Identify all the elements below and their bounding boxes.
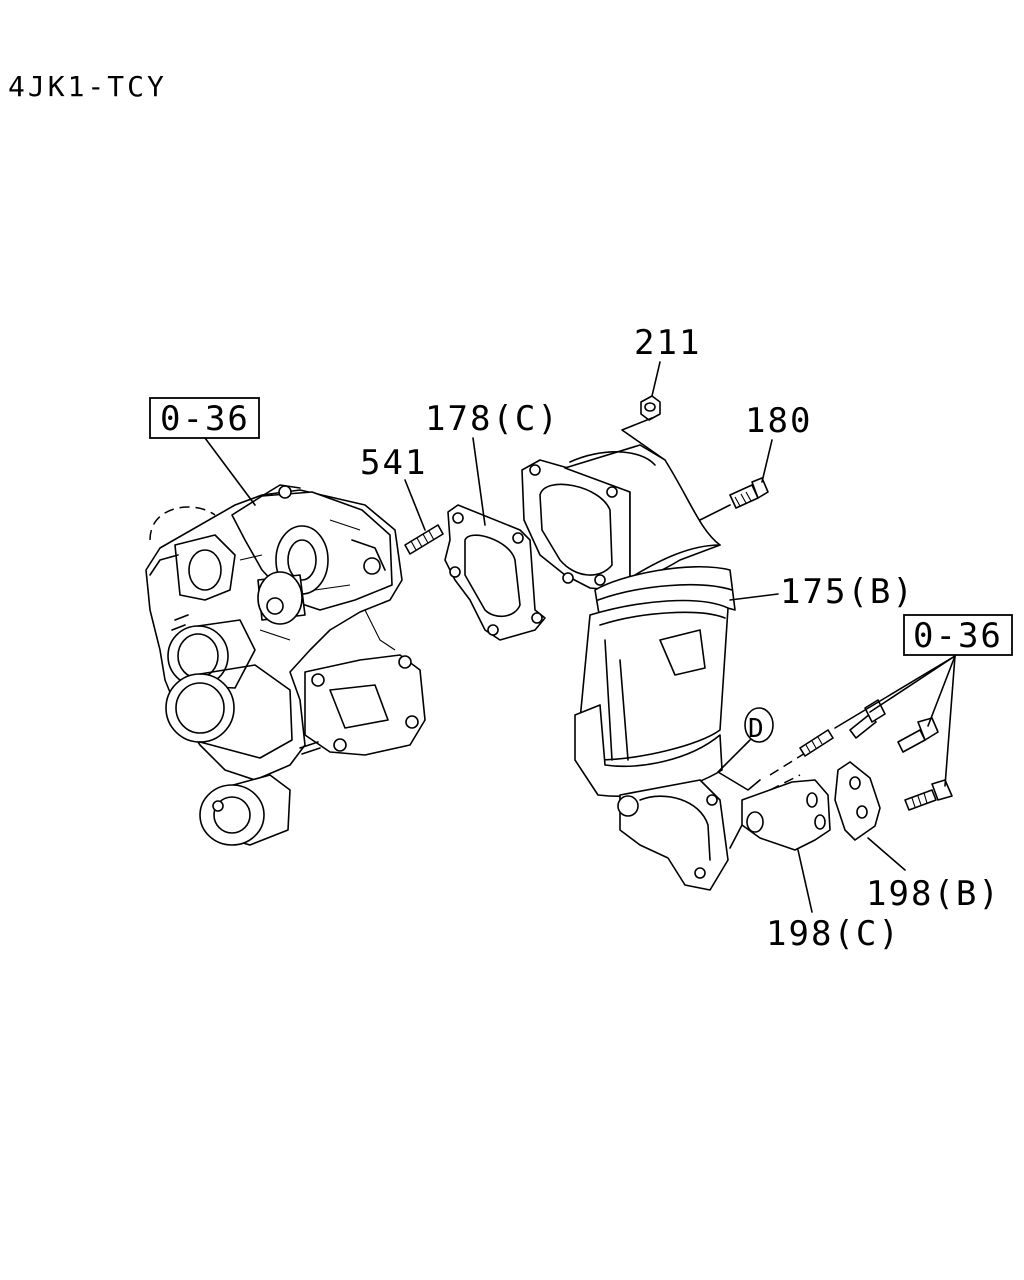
svg-text:D: D [748, 714, 766, 744]
svg-text:0-36: 0-36 [160, 399, 250, 439]
svg-text:211: 211 [634, 323, 701, 363]
reference-box-right: 0-36 [834, 614, 1013, 787]
callout-d: D [717, 707, 811, 791]
svg-text:175(B): 175(B) [780, 572, 915, 612]
gasket-178c: 178(C) [425, 399, 560, 641]
svg-text:198(C): 198(C) [766, 914, 901, 954]
nut-211: 211 [559, 323, 701, 491]
svg-text:541: 541 [360, 443, 427, 483]
bolt-180: 180 [679, 401, 812, 531]
bracket-198c: 198(C) [729, 779, 901, 954]
model-title: 4JK1-TCY [8, 70, 167, 103]
svg-text:198(B): 198(B) [866, 874, 1001, 914]
bolts-right [769, 699, 953, 811]
svg-text:0-36: 0-36 [913, 616, 1003, 656]
catalytic-converter-175b: 175(B) [521, 444, 915, 891]
turbocharger-assembly [145, 484, 426, 846]
stud-541: 541 [360, 443, 444, 555]
reference-box-left: 0-36 [149, 397, 260, 506]
svg-text:180: 180 [745, 401, 812, 441]
svg-text:178(C): 178(C) [425, 399, 560, 439]
bracket-198b: 198(B) [834, 761, 1001, 914]
